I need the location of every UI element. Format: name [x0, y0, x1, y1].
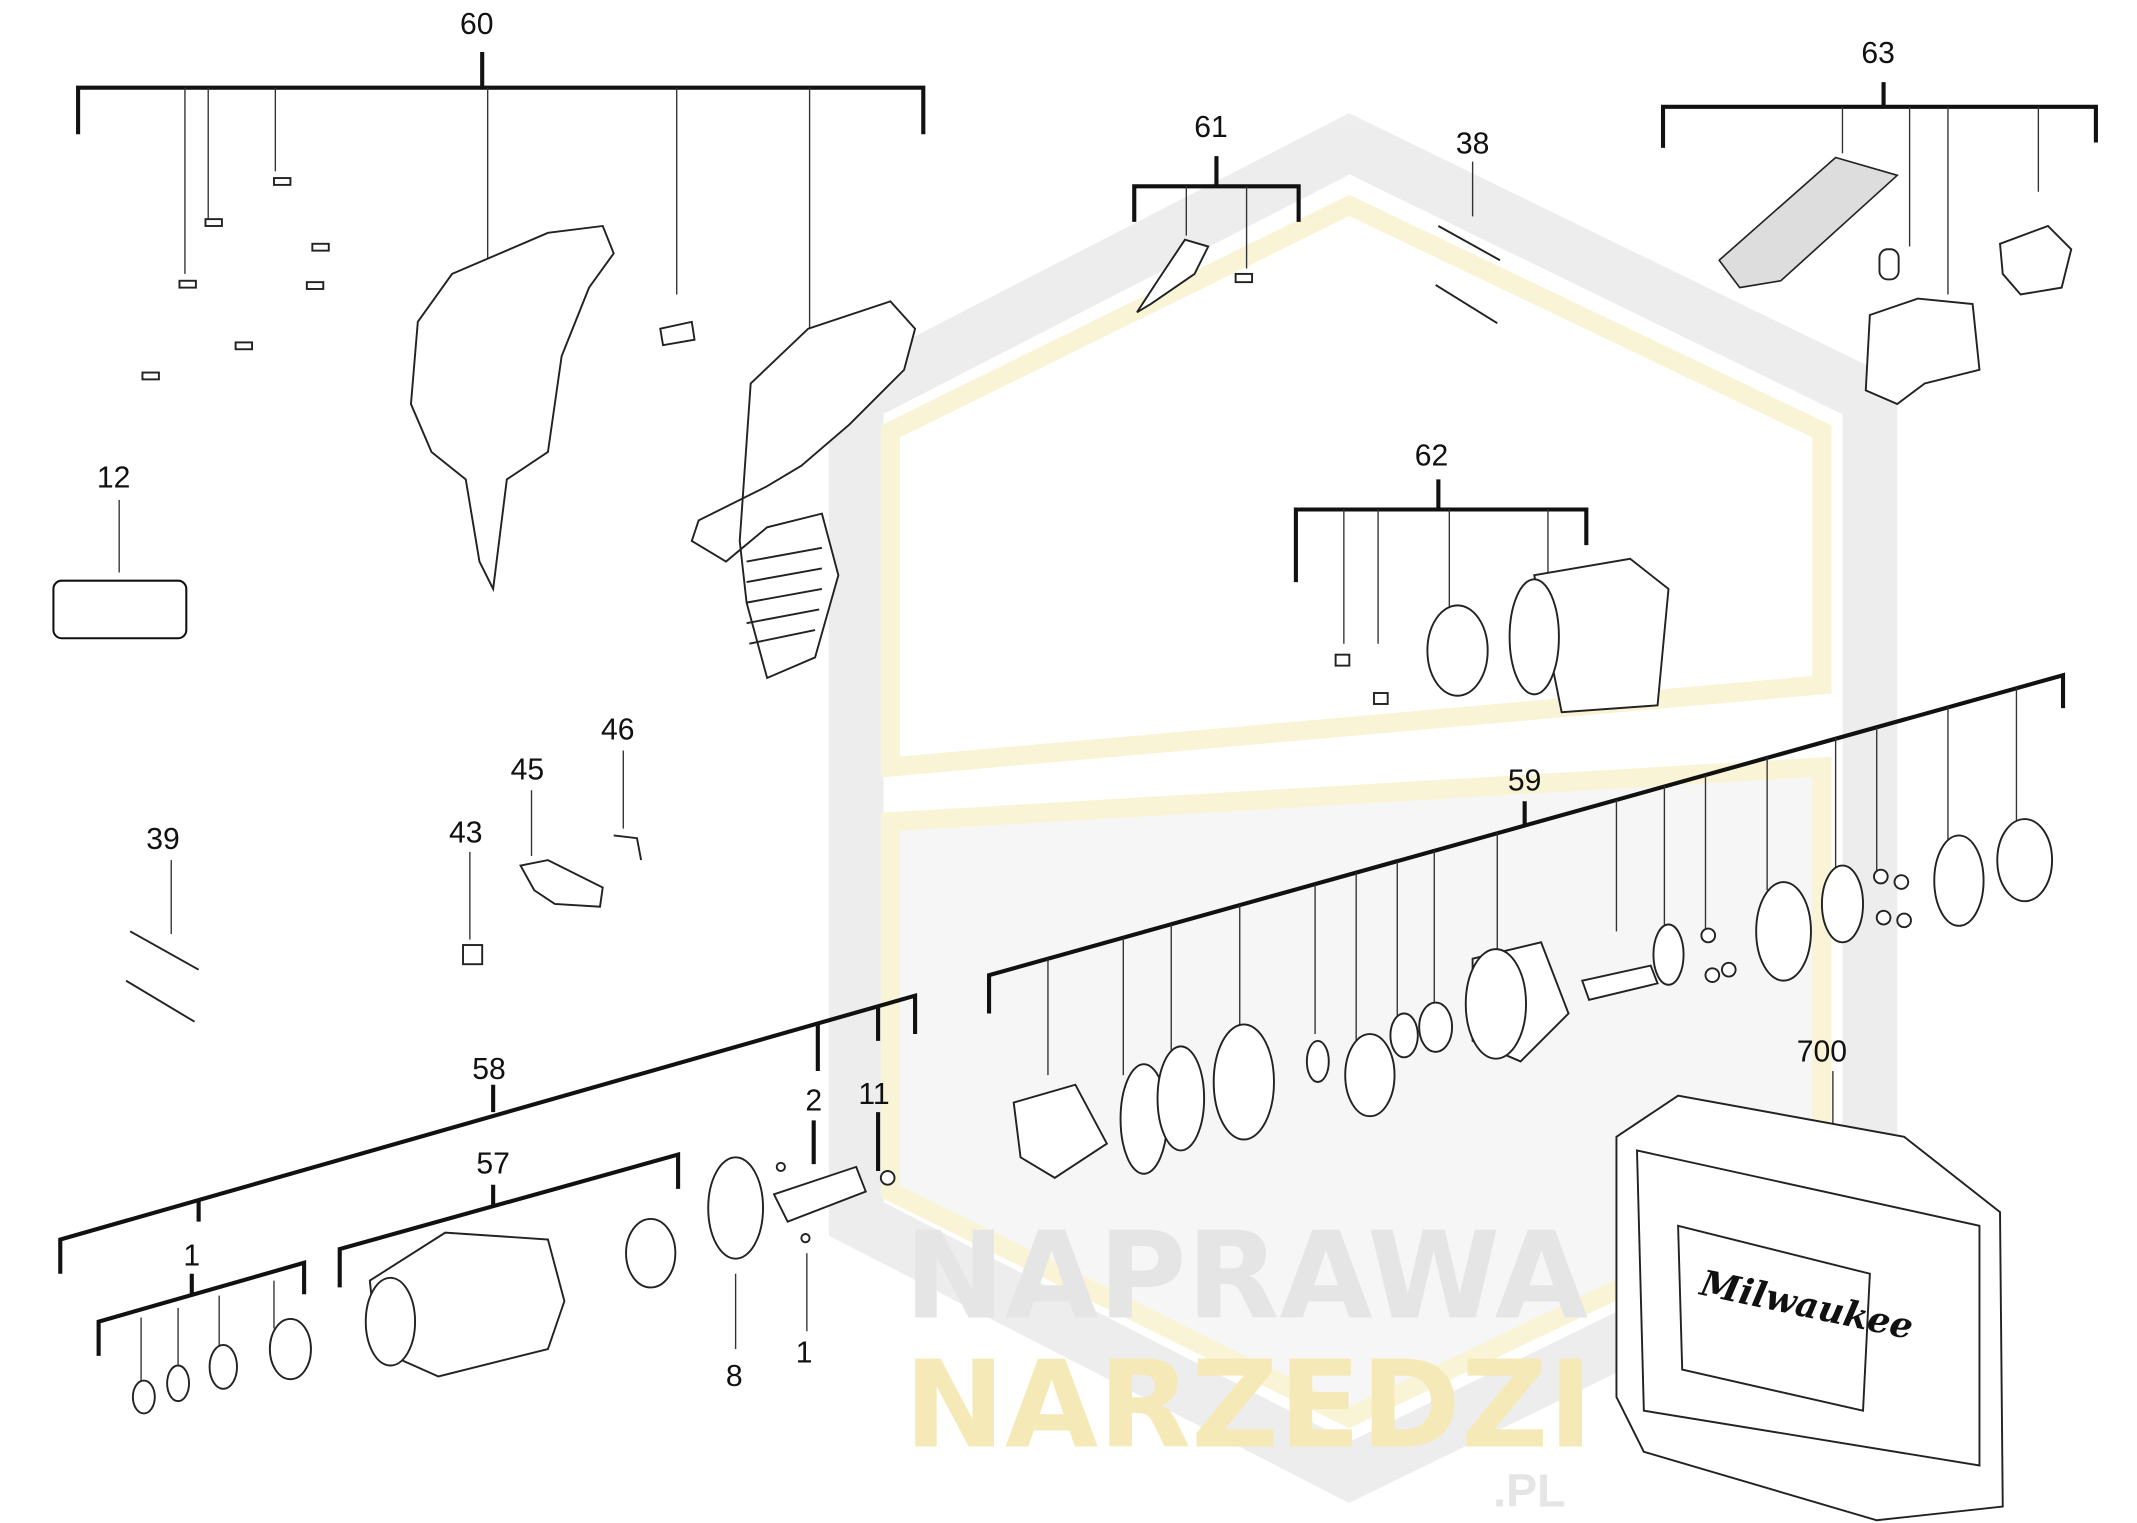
screws [141, 177, 330, 381]
housing-left [409, 224, 615, 593]
callout-60: 60 [76, 8, 926, 336]
motor [1533, 557, 1670, 714]
pins-38 [1435, 225, 1501, 325]
forward-reverse-switch [1998, 224, 2073, 296]
housing-right [690, 300, 917, 680]
callout-label-45: 45 [511, 753, 545, 786]
callout-label-39: 39 [146, 823, 180, 856]
capacitor [1878, 248, 1900, 281]
callout-label-63: 63 [1861, 37, 1895, 70]
circuit-board [1718, 156, 1899, 289]
callout-label-11: 11 [858, 1078, 889, 1111]
clip-screw [1234, 272, 1254, 284]
mechanism-parts [1012, 818, 2054, 1179]
grip-ribs [746, 546, 823, 645]
callout-label-58: 58 [472, 1053, 506, 1086]
callout-label-62: 62 [1415, 440, 1449, 473]
bushing [625, 1217, 677, 1289]
switch [1864, 297, 1981, 406]
watermark-suffix: .PL [1493, 1465, 1565, 1517]
callout-label-1-left: 1 [183, 1240, 200, 1273]
washer-8 [707, 1156, 764, 1260]
callout-label-2: 2 [805, 1085, 822, 1118]
callout-label-46: 46 [601, 714, 635, 747]
callout-label-1-right: 1 [796, 1337, 813, 1370]
small-clip [659, 320, 696, 347]
callout-label-8: 8 [726, 1360, 743, 1393]
watermark-line1: NAPRAWA [904, 1207, 1588, 1347]
motor-screw [1334, 653, 1351, 667]
label-plate [52, 579, 188, 640]
pins-39 [125, 930, 200, 1023]
callout-label-60: 60 [460, 8, 494, 41]
callout-label-59: 59 [1508, 764, 1542, 797]
part-43 [462, 944, 484, 966]
anvil [772, 1165, 868, 1223]
callout-label-38: 38 [1456, 127, 1490, 160]
motor-plate [1426, 604, 1489, 697]
callout-label-61: 61 [1194, 111, 1228, 144]
spring-46 [613, 834, 643, 861]
watermark-line2: NARZEDZI [904, 1335, 1593, 1475]
callout-label-43: 43 [449, 816, 483, 849]
carrying-case: Milwaukee [1615, 1094, 2004, 1522]
callout-label-700: 700 [1797, 1035, 1847, 1068]
callout-label-57: 57 [476, 1148, 510, 1181]
belt-clip [1136, 238, 1210, 314]
lockout-45 [519, 859, 604, 908]
callout-label-12: 12 [97, 462, 131, 495]
